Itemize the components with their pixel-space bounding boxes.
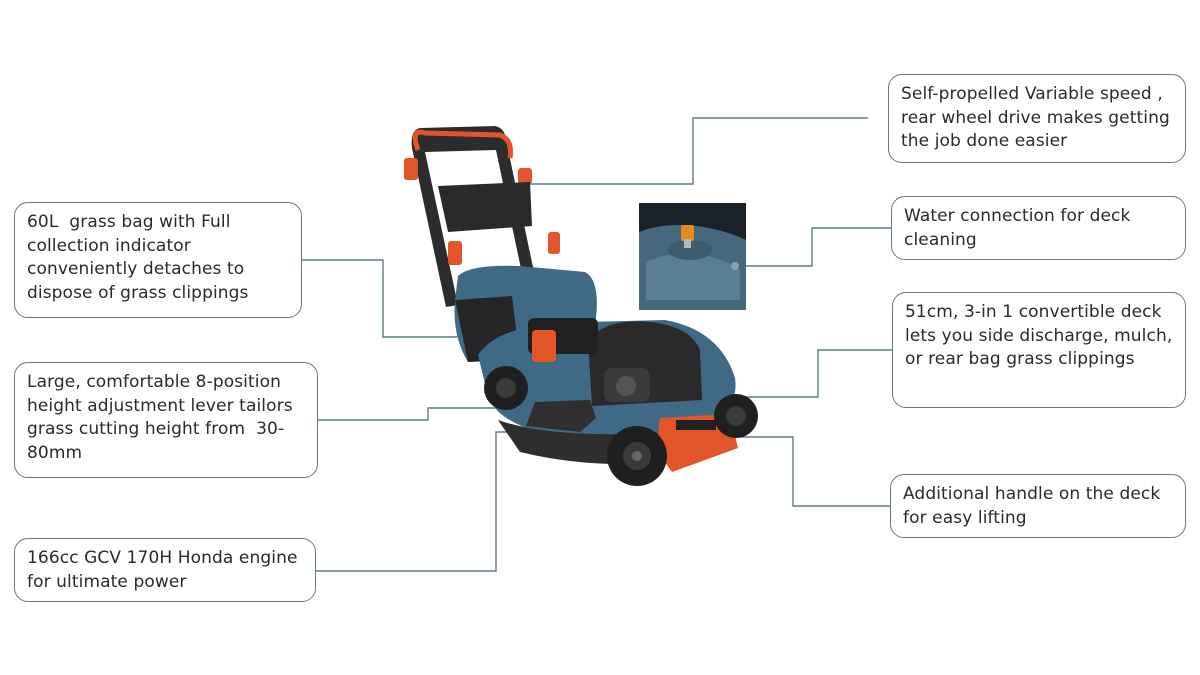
- callout-deck-handle-text: Additional handle on the deck for easy l…: [903, 484, 1166, 528]
- water-connector-inset: [639, 203, 746, 310]
- callout-height-lever: Large, comfortable 8-position height adj…: [14, 362, 318, 478]
- callout-convertible-deck: 51cm, 3-in 1 convertible deck lets you s…: [892, 292, 1186, 408]
- callout-engine-text: 166cc GCV 170H Honda engine for ultimate…: [27, 548, 304, 592]
- leader-line-deck-handle: [700, 436, 892, 507]
- callout-grass-bag: 60L grass bag with Full collection indic…: [14, 202, 302, 318]
- callout-height-lever-text: Large, comfortable 8-position height adj…: [27, 372, 299, 463]
- leader-line-water: [736, 227, 892, 267]
- leader-line-grass-bag: [302, 259, 480, 338]
- leader-lines: [302, 117, 892, 572]
- callout-water-connection: Water connection for deck cleaning: [891, 196, 1186, 260]
- leader-line-height-lever: [318, 407, 540, 421]
- callout-water-connection-text: Water connection for deck cleaning: [904, 206, 1136, 250]
- lawn-mower-illustration: [404, 126, 758, 486]
- callout-engine: 166cc GCV 170H Honda engine for ultimate…: [14, 538, 316, 602]
- leader-line-self-propelled: [525, 117, 868, 185]
- callout-deck-handle: Additional handle on the deck for easy l…: [890, 474, 1186, 538]
- callout-grass-bag-text: 60L grass bag with Full collection indic…: [27, 212, 250, 303]
- callout-convertible-deck-text: 51cm, 3-in 1 convertible deck lets you s…: [905, 302, 1178, 369]
- callout-self-propelled: Self-propelled Variable speed , rear whe…: [888, 74, 1186, 163]
- callout-self-propelled-text: Self-propelled Variable speed , rear whe…: [901, 84, 1176, 151]
- leader-line-deck: [690, 349, 892, 398]
